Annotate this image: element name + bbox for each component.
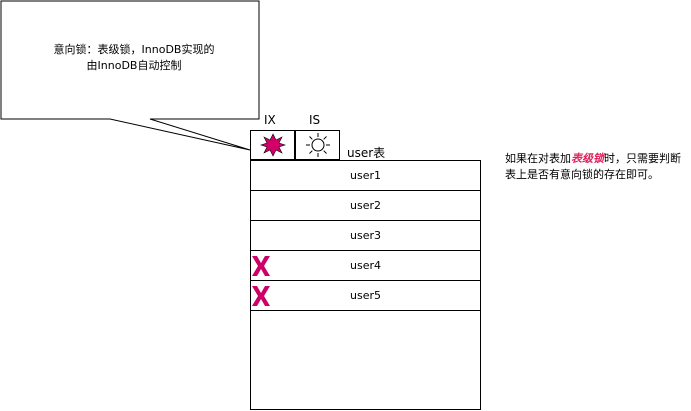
row-label: user2 <box>350 199 381 212</box>
ix-lock-label: IX <box>264 113 276 127</box>
row-lock-x-icon <box>252 256 270 276</box>
table-row-user1: user1 <box>250 160 481 191</box>
star-burst-icon <box>259 133 286 157</box>
row-label: user3 <box>350 229 381 242</box>
table-name: user表 <box>347 146 386 160</box>
table-row-user4: user4 <box>250 250 481 281</box>
sun-icon <box>305 133 330 157</box>
row-label: user5 <box>350 289 381 302</box>
table-row-user3: user3 <box>250 220 481 251</box>
ix-lock-box <box>250 130 295 160</box>
is-lock-box <box>295 130 340 160</box>
row-label: user1 <box>350 169 381 182</box>
table-row-user5: user5 <box>250 280 481 311</box>
row-label: user4 <box>350 259 381 272</box>
callout-line-1: 意向锁：表级锁，InnoDB实现的 <box>53 43 215 56</box>
callout-text: 意向锁：表级锁，InnoDB实现的 由InnoDB自动控制 <box>10 42 258 74</box>
row-lock-x-icon <box>252 286 270 306</box>
note-text-before: 如果在对表加 <box>505 152 571 165</box>
note-text-after: 时，只需要判断表上是否有意向锁的存在即可。 <box>505 152 681 181</box>
note-emphasis: 表级锁 <box>571 152 604 165</box>
explanation-note: 如果在对表加表级锁时，只需要判断表上是否有意向锁的存在即可。 <box>505 151 690 183</box>
table-row-user2: user2 <box>250 190 481 221</box>
is-lock-label: IS <box>309 113 321 127</box>
callout-line-2: 由InnoDB自动控制 <box>86 59 182 72</box>
